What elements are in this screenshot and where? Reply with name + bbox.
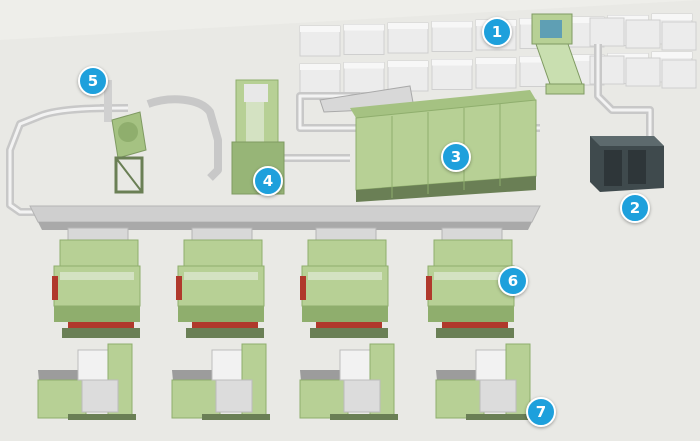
cotton-bale <box>626 20 660 48</box>
cotton-bale <box>626 58 660 86</box>
cotton-bale <box>662 60 696 88</box>
marker-3: 3 <box>441 142 471 172</box>
marker-1: 1 <box>482 17 512 47</box>
cotton-bale <box>662 22 696 50</box>
marker-7: 7 <box>526 397 556 427</box>
cotton-bale <box>476 58 516 88</box>
marker-4: 4 <box>253 166 283 196</box>
cotton-bale <box>432 60 472 90</box>
marker-6: 6 <box>498 266 528 296</box>
cotton-bale <box>344 25 384 55</box>
cotton-bale <box>344 63 384 93</box>
cotton-bale <box>300 26 340 56</box>
cotton-bale <box>432 22 472 52</box>
waste-unit <box>590 136 664 192</box>
cotton-bale <box>300 64 340 94</box>
cotton-bale <box>388 23 428 53</box>
carding-machine <box>52 228 140 338</box>
cotton-bale <box>590 18 624 46</box>
marker-5: 5 <box>78 66 108 96</box>
carding-machine <box>300 228 388 338</box>
marker-2: 2 <box>620 193 650 223</box>
card-feed-duct <box>30 206 540 230</box>
carding-machine <box>176 228 264 338</box>
